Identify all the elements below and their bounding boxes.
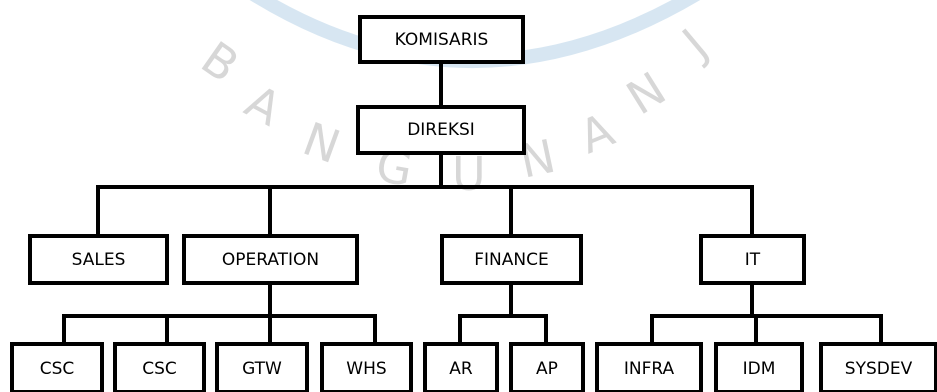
node-label: DIREKSI: [407, 120, 475, 140]
node-idm: IDM: [714, 342, 804, 392]
node-label: SYSDEV: [845, 359, 913, 379]
node-label: OPERATION: [222, 250, 319, 270]
watermark-letter: A: [572, 102, 622, 164]
node-label: IDM: [743, 359, 776, 379]
node-label: CSC: [142, 359, 177, 379]
node-operation: OPERATION: [182, 234, 359, 285]
node-ar: AR: [423, 342, 499, 392]
node-label: AP: [536, 359, 558, 379]
node-label: CSC: [40, 359, 75, 379]
node-whs: WHS: [320, 342, 413, 392]
node-sales: SALES: [28, 234, 169, 285]
watermark-letter: B: [192, 31, 249, 93]
node-sysdev: SYSDEV: [819, 342, 937, 392]
node-csc-2: CSC: [113, 342, 206, 392]
node-komisaris: KOMISARIS: [358, 15, 525, 64]
watermark-letter: N: [296, 112, 347, 175]
watermark-letter: N: [617, 61, 675, 125]
node-it: IT: [699, 234, 806, 285]
node-label: INFRA: [624, 359, 675, 379]
node-label: WHS: [346, 359, 386, 379]
watermark-letter: A: [237, 74, 291, 137]
node-label: SALES: [72, 250, 126, 270]
node-gtw: GTW: [215, 342, 309, 392]
node-direksi: DIREKSI: [356, 105, 526, 155]
node-label: IT: [745, 250, 761, 270]
node-ap: AP: [509, 342, 585, 392]
node-csc-1: CSC: [10, 342, 104, 392]
node-label: FINANCE: [474, 250, 548, 270]
node-label: AR: [449, 359, 473, 379]
node-label: GTW: [242, 359, 282, 379]
watermark-letter: J: [670, 18, 717, 70]
node-label: KOMISARIS: [395, 30, 489, 50]
connector-lines: [62, 60, 883, 346]
watermark-letter: U: [452, 147, 486, 201]
node-finance: FINANCE: [440, 234, 583, 285]
node-infra: INFRA: [595, 342, 703, 392]
